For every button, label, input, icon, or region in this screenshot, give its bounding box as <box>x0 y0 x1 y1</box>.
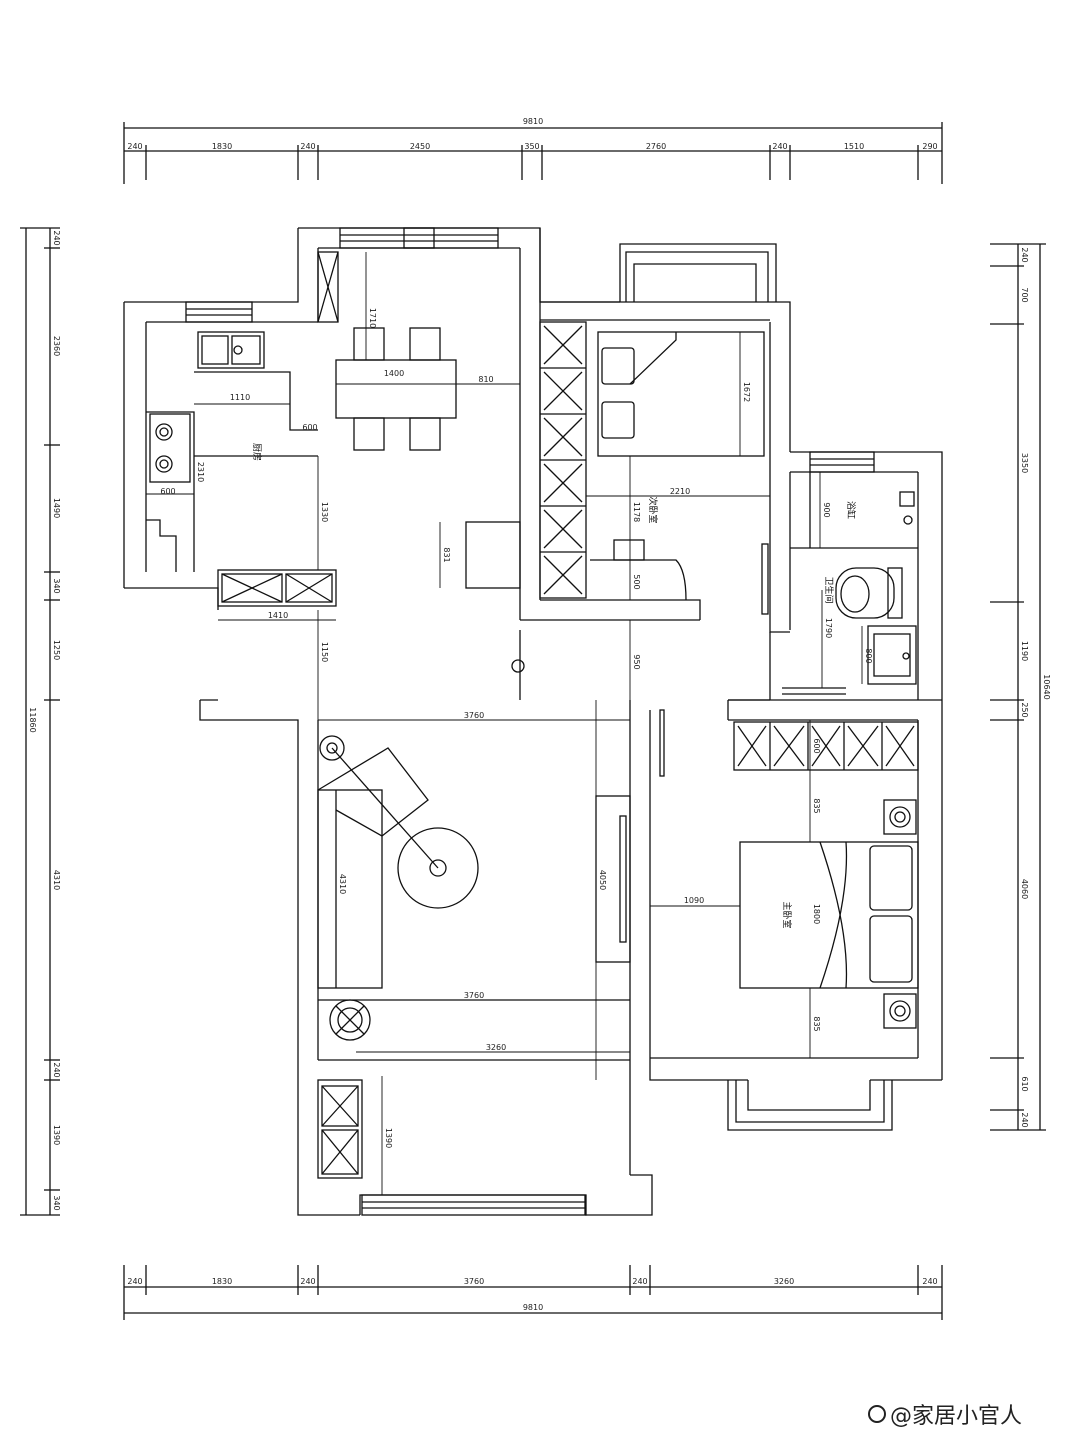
dim-bottom-seg: 240 <box>922 1277 937 1286</box>
bottom-dimension-labels: 240 1830 240 3760 240 3260 240 9810 <box>127 1277 937 1312</box>
dim-interior: 1400 <box>384 369 404 378</box>
bay-window-master <box>727 1080 893 1131</box>
dim-interior: 1110 <box>230 393 250 402</box>
dim-bottom-seg: 3760 <box>464 1277 484 1286</box>
dim-interior: 600 <box>302 423 317 432</box>
room-labels: 厨房 次卧室 浴缸 卫生间 主卧室 <box>251 443 857 929</box>
watermark-logo-icon <box>868 1405 886 1423</box>
dim-top-seg: 290 <box>922 142 937 151</box>
bottom-dimension-chain <box>123 1265 943 1320</box>
dim-right-seg: 4060 <box>1020 879 1029 899</box>
dim-left-seg: 340 <box>52 578 61 593</box>
dim-interior: 600 <box>160 487 175 496</box>
dim-interior: 3760 <box>464 711 484 720</box>
room-label-kitchen: 厨房 <box>251 443 263 461</box>
dim-interior: 500 <box>632 574 641 589</box>
dim-left-seg: 340 <box>52 1195 61 1210</box>
dim-top-seg: 2450 <box>410 142 430 151</box>
top-dimension-chain <box>123 122 943 184</box>
interior-dimension-lines <box>146 252 863 1195</box>
dim-interior: 831 <box>442 547 451 562</box>
dim-interior: 800 <box>864 648 873 663</box>
dim-interior: 950 <box>632 654 641 669</box>
dim-interior: 2310 <box>196 462 205 482</box>
dim-interior: 1410 <box>268 611 288 620</box>
dim-interior: 1710 <box>368 308 377 328</box>
dim-left-seg: 2360 <box>52 336 61 356</box>
dim-bottom-seg: 240 <box>632 1277 647 1286</box>
dim-interior: 2210 <box>670 487 690 496</box>
dim-bottom-seg: 240 <box>300 1277 315 1286</box>
left-dimension-labels: 11860 240 2360 1490 340 1250 4310 240 13… <box>28 230 61 1210</box>
bathroom-fixtures <box>782 472 918 695</box>
dim-bottom-total: 9810 <box>523 1303 543 1312</box>
dim-top-seg: 1510 <box>844 142 864 151</box>
dim-left-seg: 240 <box>52 1062 61 1077</box>
dim-right-seg: 1190 <box>1020 641 1029 661</box>
dim-bottom-seg: 1830 <box>212 1277 232 1286</box>
dim-top-seg: 240 <box>127 142 142 151</box>
dim-interior: 900 <box>822 502 831 517</box>
dim-interior: 1800 <box>812 904 821 924</box>
dim-top-seg: 1830 <box>212 142 232 151</box>
interior-dimension-labels: 1710 1400 810 1110 600 2310 600 1330 141… <box>160 308 873 1148</box>
dim-interior: 4050 <box>598 870 607 890</box>
dim-interior: 1672 <box>742 382 751 402</box>
room-label-bathtub: 浴缸 <box>845 501 857 519</box>
dim-right-seg: 700 <box>1020 287 1029 302</box>
dim-interior: 1150 <box>320 642 329 662</box>
dim-right-seg: 250 <box>1020 702 1029 717</box>
dim-top-seg: 240 <box>772 142 787 151</box>
dim-interior: 1178 <box>632 502 641 522</box>
dim-interior: 1790 <box>824 618 833 638</box>
dim-right-seg: 3350 <box>1020 453 1029 473</box>
kitchen-furniture <box>146 251 339 607</box>
room-label-second-bedroom: 次卧室 <box>647 496 659 523</box>
dim-top-seg: 2760 <box>646 142 666 151</box>
dim-interior: 1330 <box>320 502 329 522</box>
room-label-bathroom: 卫生间 <box>823 576 835 603</box>
dim-right-seg: 240 <box>1020 1112 1029 1127</box>
dim-right-seg: 240 <box>1020 247 1029 262</box>
bedroom-2-furniture <box>539 321 769 615</box>
dim-interior: 835 <box>812 1016 821 1031</box>
watermark: @家居小官人 <box>868 1398 1022 1430</box>
windows <box>185 227 875 1216</box>
room-label-master-bedroom: 主卧室 <box>781 901 793 928</box>
dim-left-seg: 240 <box>52 230 61 245</box>
dim-interior: 1390 <box>384 1128 393 1148</box>
dim-top-seg: 240 <box>300 142 315 151</box>
dim-left-total: 11860 <box>28 707 37 732</box>
dining-table <box>335 327 521 589</box>
watermark-text: @家居小官人 <box>890 1404 1023 1429</box>
dim-top-seg: 350 <box>524 142 539 151</box>
interior-walls <box>520 320 942 721</box>
bay-window-bedroom-2 <box>619 243 777 302</box>
dim-right-total: 10640 <box>1042 674 1051 699</box>
top-dimension-labels: 9810 240 1830 240 2450 350 2760 240 1510… <box>127 117 937 151</box>
dim-interior: 1090 <box>684 896 704 905</box>
dim-interior: 3760 <box>464 991 484 1000</box>
dim-left-seg: 1490 <box>52 498 61 518</box>
dim-top-total: 9810 <box>523 117 543 126</box>
dim-interior: 3260 <box>486 1043 506 1052</box>
right-dimension-labels: 10640 240 700 3350 1190 250 4060 610 240 <box>1020 247 1051 1127</box>
master-bedroom-furniture <box>659 709 919 1029</box>
dim-left-seg: 4310 <box>52 870 61 890</box>
right-dimension-chain <box>990 243 1046 1131</box>
dim-interior: 600 <box>812 738 821 753</box>
dim-left-seg: 1250 <box>52 640 61 660</box>
dim-left-seg: 1390 <box>52 1125 61 1145</box>
dim-right-seg: 610 <box>1020 1076 1029 1091</box>
dim-interior: 835 <box>812 798 821 813</box>
dim-interior: 4310 <box>338 874 347 894</box>
dim-bottom-seg: 3260 <box>774 1277 794 1286</box>
dim-bottom-seg: 240 <box>127 1277 142 1286</box>
dim-interior: 810 <box>478 375 493 384</box>
left-dimension-chain <box>20 227 60 1216</box>
